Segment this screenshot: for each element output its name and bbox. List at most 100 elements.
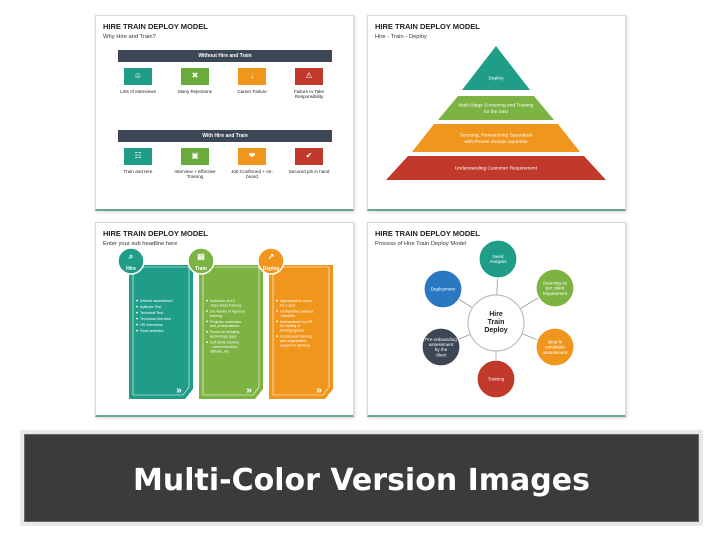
search-user-icon: ⌕ — [128, 252, 133, 261]
tile-1: ☺ — [124, 68, 152, 85]
chevron-right-icon: » — [316, 385, 322, 396]
tile-label: Failure to Take Responsibility — [293, 89, 325, 100]
tile-4: ✔ — [295, 148, 323, 165]
column-label: Train — [195, 266, 207, 272]
tile-label: Train and Hire — [123, 169, 153, 174]
center-circle — [467, 294, 525, 352]
tile-2: ▣ — [181, 148, 209, 165]
slide-subtitle: Enter your sub headline here — [103, 241, 178, 247]
slide-why-hire-train: HIRE TRAIN DEPLOY MODEL Why Hire and Tra… — [95, 15, 354, 211]
bullet-dot — [206, 310, 208, 312]
column-label: Deploy — [263, 266, 280, 272]
bullet-dot — [136, 329, 138, 332]
column-inner-border — [272, 266, 330, 396]
process-node-label: Deployment — [431, 287, 456, 292]
bullet-dot — [136, 305, 138, 308]
tile-2: ✖ — [181, 68, 209, 85]
interview-icon: ☺ — [133, 71, 143, 80]
process-node-4 — [476, 359, 516, 399]
bullet-dot — [276, 335, 278, 338]
process-node-6 — [423, 269, 463, 309]
slide-pyramid: HIRE TRAIN DEPLOY MODEL Hire - Train - D… — [367, 15, 626, 211]
secured-icon: ✔ — [305, 151, 313, 160]
tile-label: Interview + Effective Training — [174, 169, 216, 180]
column-bullet: Final selection — [140, 329, 164, 333]
tile-label: Lots of Interviews — [120, 89, 156, 94]
column-bullet: Instructor-led &video-base training — [210, 299, 241, 307]
slide-title: HIRE TRAIN DEPLOY MODEL — [375, 229, 480, 238]
column-2 — [199, 265, 263, 399]
slide-process-wheel: HIRE TRAIN DEPLOY MODEL Process of Hire … — [367, 222, 626, 417]
bullet-dot — [206, 341, 208, 344]
bullet-dot — [136, 311, 138, 314]
failure-icon: ↓ — [250, 71, 254, 80]
with-header: With Hire and Train — [118, 130, 332, 142]
tile-4: ⚠ — [295, 68, 323, 85]
tile-label: Career Failure — [237, 89, 267, 94]
column-bullet: Interest ascertained — [140, 299, 172, 303]
training-icon: ▣ — [191, 151, 199, 160]
column-badge — [187, 247, 215, 275]
pyramid-level-3 — [412, 124, 580, 152]
column-inner-border — [132, 266, 190, 396]
rejection-icon: ✖ — [191, 71, 199, 80]
column-badge — [117, 247, 145, 275]
footer-frame: Multi-Color Version Images — [24, 434, 699, 522]
bullet-dot — [206, 299, 208, 302]
tile-1: ☷ — [124, 148, 152, 165]
column-bullet: HR interviews — [140, 323, 163, 327]
bullet-dot — [276, 320, 278, 323]
process-node-2 — [535, 268, 575, 308]
pyramid-level-1 — [462, 46, 530, 90]
column-bullet: Aptitude Test — [140, 305, 161, 309]
slide-title: HIRE TRAIN DEPLOY MODEL — [103, 22, 208, 31]
column-bullet: Technical Test — [140, 311, 163, 315]
column-bullet: Soft skills training- communication,atti… — [210, 341, 239, 354]
footer-title: Multi-Color Version Images — [133, 463, 590, 498]
process-node-5 — [421, 327, 461, 367]
tile-label: Job Confirmed + on-board — [231, 169, 273, 180]
presentation-icon: ▤ — [197, 252, 205, 261]
bullet-dot — [136, 299, 138, 302]
column-1 — [129, 265, 193, 399]
pyramid-level-2 — [438, 96, 554, 120]
column-bullet: Technical interview — [140, 317, 171, 321]
process-node-1 — [478, 239, 518, 279]
slide-subtitle: Process of Hire Train Deploy Model — [375, 241, 467, 247]
bullet-dot — [276, 310, 278, 312]
without-header: Without Hire and Train — [118, 50, 332, 62]
slide-title: HIRE TRAIN DEPLOY MODEL — [103, 229, 208, 238]
column-label: Hire — [126, 266, 136, 272]
bullet-dot — [136, 323, 138, 326]
tile-label: Secured job in hand — [288, 169, 330, 174]
slide-columns: HIRE TRAIN DEPLOY MODEL Enter your sub h… — [95, 222, 354, 417]
column-inner-border — [202, 266, 260, 396]
responsibility-icon: ⚠ — [305, 71, 313, 80]
pyramid-level-4 — [386, 156, 606, 180]
bullet-dot — [206, 330, 208, 333]
slide-title: HIRE TRAIN DEPLOY MODEL — [375, 22, 480, 31]
tile-label: Many Rejections — [178, 89, 212, 94]
team-icon: ☷ — [134, 151, 142, 160]
chevron-right-icon: » — [246, 385, 252, 396]
pyramid-level-label: Deploy — [489, 76, 505, 82]
tile-3: ❤ — [238, 148, 266, 165]
chevron-right-icon: » — [176, 385, 182, 396]
handshake-icon: ❤ — [248, 151, 256, 160]
column-badge — [257, 247, 285, 275]
column-3 — [269, 265, 333, 399]
